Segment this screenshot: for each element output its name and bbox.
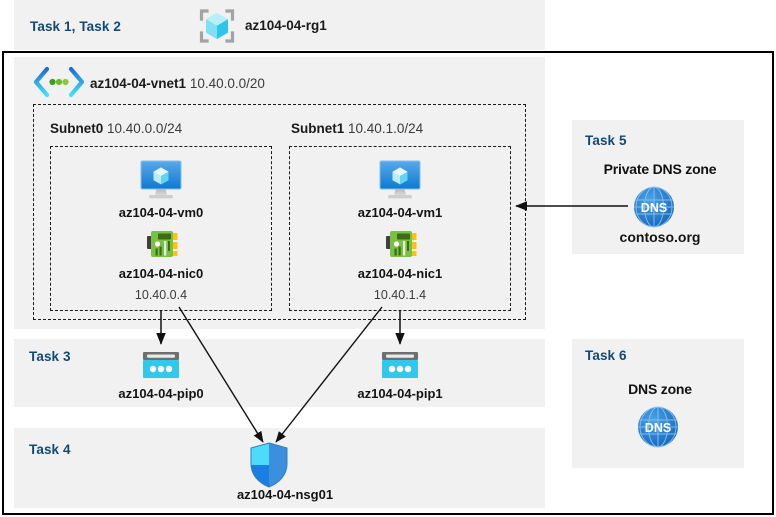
dns-icon-label: DNS (645, 421, 671, 435)
subnet1-name: Subnet1 (291, 121, 345, 136)
vm1-name: az104-04-vm1 (357, 205, 443, 220)
subscription-frame (2, 51, 774, 515)
task-label-5: Task 5 (585, 133, 627, 148)
subnet1-title: Subnet1 10.40.1.0/24 (291, 121, 423, 136)
virtual-network-icon (33, 66, 85, 98)
subnet0-cidr: 10.40.0.0/24 (107, 121, 183, 136)
subnet0-title: Subnet0 10.40.0.0/24 (50, 121, 182, 136)
subnet1-cidr: 10.40.1.0/24 (348, 121, 424, 136)
nic1-name: az104-04-nic1 (357, 266, 443, 281)
public-ip-address-icon (380, 350, 420, 382)
task3-panel (14, 339, 545, 407)
task-label-6: Task 6 (585, 348, 627, 363)
subnet0-name: Subnet0 (50, 121, 104, 136)
vnet-title: az104-04-vnet1 10.40.0.0/20 (90, 76, 265, 91)
nic0-ip: 10.40.0.4 (134, 288, 188, 302)
virtual-machine-icon (376, 159, 424, 201)
resource-group-icon (197, 7, 237, 45)
vm0-name: az104-04-vm0 (118, 205, 204, 220)
task-label-1-2: Task 1, Task 2 (30, 19, 121, 34)
pip0-name: az104-04-pip0 (118, 386, 204, 401)
private-dns-zone-name: contoso.org (619, 229, 701, 245)
dns-zone-icon: DNS (634, 405, 682, 449)
task-label-3: Task 3 (29, 349, 71, 364)
resource-group-header-panel (14, 0, 545, 50)
task-label-4: Task 4 (29, 442, 71, 457)
vnet-panel (14, 57, 545, 329)
public-ip-address-icon (141, 350, 181, 382)
nsg-name: az104-04-nsg01 (236, 487, 334, 502)
resource-group-name-text: az104-04-rg1 (245, 18, 327, 33)
network-interface-icon (145, 228, 179, 260)
nic1-ip: 10.40.1.4 (373, 288, 427, 302)
resource-group-name: az104-04-rg1 (245, 18, 327, 33)
pip1-name: az104-04-pip1 (357, 386, 443, 401)
virtual-machine-icon (137, 159, 185, 201)
network-security-group-icon (248, 442, 290, 488)
dns-icon-label: DNS (641, 201, 667, 215)
private-dns-zone-title: Private DNS zone (603, 161, 717, 177)
dns-zone-icon: DNS (630, 185, 678, 229)
vnet-cidr: 10.40.0.0/20 (189, 76, 265, 91)
dns-zone-title: DNS zone (628, 381, 692, 397)
network-interface-icon (384, 228, 418, 260)
vnet-name: az104-04-vnet1 (90, 76, 187, 91)
nic0-name: az104-04-nic0 (118, 266, 204, 281)
